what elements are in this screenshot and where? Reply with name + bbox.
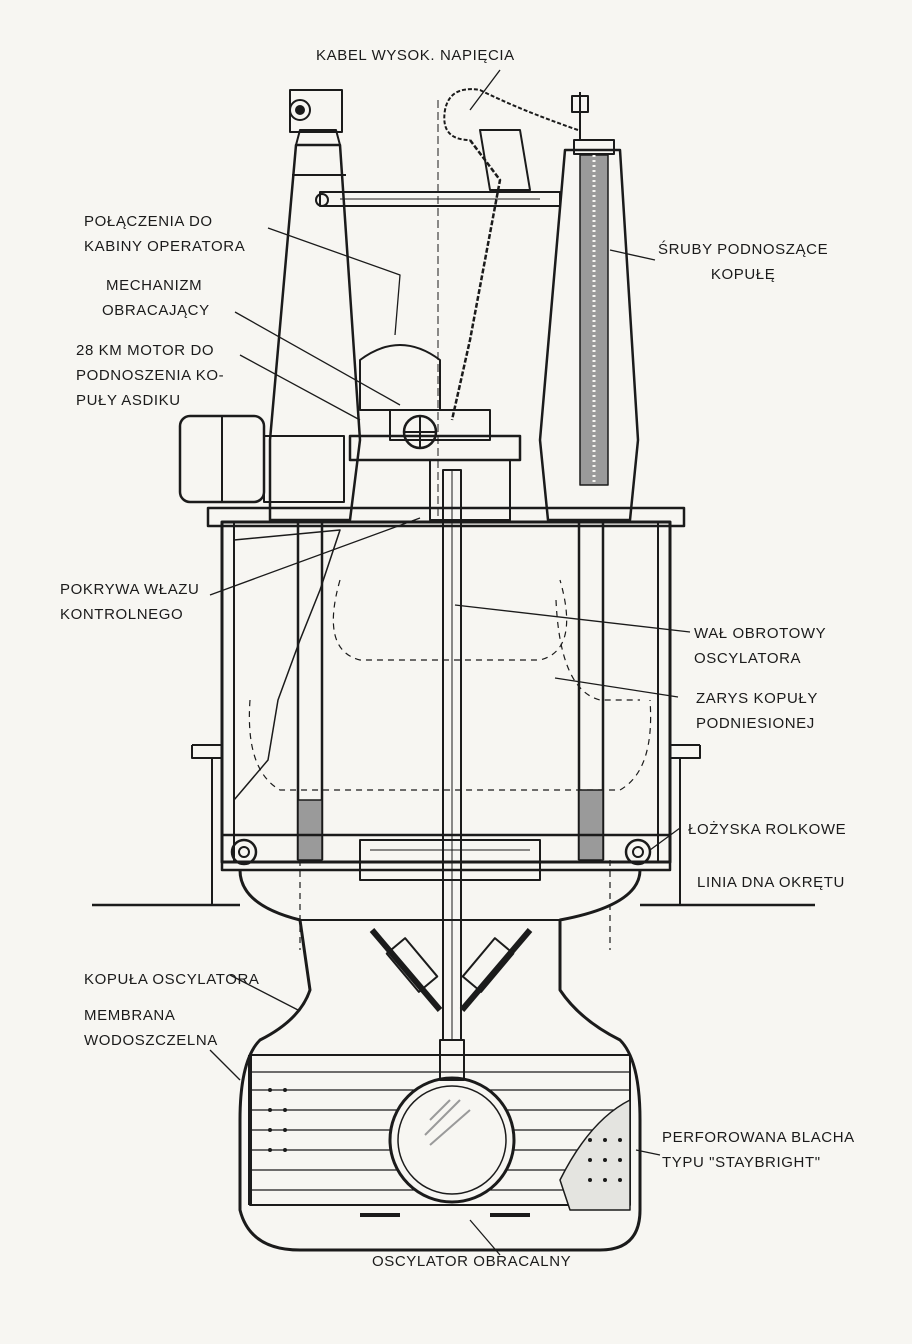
- right-tower-lifting-screw: [538, 92, 640, 861]
- main-housing: [191, 506, 701, 906]
- label-rotating-mechanism: MECHANIZM OBRACAJĄCY: [102, 273, 210, 323]
- label-line: PERFOROWANA BLACHA: [662, 1129, 855, 1146]
- label-high-voltage-cable-text: KABEL WYSOK. NAPIĘCIA: [316, 47, 515, 64]
- label-line: MECHANIZM: [106, 277, 203, 294]
- label-line: 28 KM MOTOR DO: [76, 342, 215, 359]
- label-line: MEMBRANA: [84, 1007, 176, 1024]
- label-ship-bottom-line: LINIA DNA OKRĘTU: [697, 870, 845, 895]
- label-line: ZARYS KOPUŁY: [696, 690, 818, 707]
- label-line: POŁĄCZENIA DO: [84, 213, 213, 230]
- label-line: PODNOSZENIA KO-: [76, 367, 225, 384]
- raised-dome-outline: [248, 579, 652, 950]
- label-watertight-membrane: MEMBRANA WODOSZCZELNA: [84, 1003, 218, 1053]
- label-motor: 28 KM MOTOR DO PODNOSZENIA KO- PUŁY ASDI…: [76, 338, 224, 413]
- label-oscillator-shaft: WAŁ OBROTOWY OSCYLATORA: [694, 621, 826, 671]
- label-rotating-oscillator: OSCYLATOR OBRACALNY: [372, 1249, 571, 1274]
- label-perforated-plate: PERFOROWANA BLACHA TYPU "STAYBRIGHT": [662, 1125, 855, 1175]
- label-line: KONTROLNEGO: [60, 606, 184, 623]
- label-lifting-screws: ŚRUBY PODNOSZĄCE KOPUŁĘ: [658, 237, 828, 287]
- label-line: OSCYLATOR OBRACALNY: [372, 1253, 572, 1270]
- high-voltage-cable: [437, 88, 579, 520]
- label-line: OBRACAJĄCY: [102, 302, 210, 319]
- label-line: ŁOŻYSKA ROLKOWE: [688, 821, 847, 838]
- label-raised-dome-outline: ZARYS KOPUŁY PODNIESIONEJ: [696, 686, 818, 736]
- motor-assembly: [178, 344, 522, 521]
- leader-lines: [209, 69, 691, 1256]
- label-line: KOPUŁA OSCYLATORA: [84, 971, 260, 988]
- roller-bearings: [220, 833, 672, 881]
- label-line: LINIA DNA OKRĘTU: [697, 874, 845, 891]
- label-roller-bearings: ŁOŻYSKA ROLKOWE: [688, 817, 846, 842]
- label-line: PUŁY ASDIKU: [76, 392, 181, 409]
- label-oscillator-dome: KOPUŁA OSCYLATORA: [84, 967, 260, 992]
- label-line: OSCYLATORA: [694, 650, 802, 667]
- label-line: KOPUŁĘ: [710, 266, 776, 283]
- oscillator-shaft: [442, 469, 462, 1041]
- label-line: KABINY OPERATORA: [84, 238, 246, 255]
- top-crossbar: [319, 191, 561, 207]
- label-line: POKRYWA WŁAZU: [60, 581, 200, 598]
- label-manhole-cover: POKRYWA WŁAZU KONTROLNEGO: [60, 577, 200, 627]
- left-tower: [268, 89, 362, 861]
- label-line: TYPU "STAYBRIGHT": [662, 1154, 821, 1171]
- label-line: WAŁ OBROTOWY: [694, 625, 827, 642]
- label-line: WODOSZCZELNA: [84, 1032, 218, 1049]
- label-line: PODNIESIONEJ: [696, 715, 815, 732]
- oscillator-dome: [238, 869, 642, 1252]
- label-operator-cabin-connections: POŁĄCZENIA DO KABINY OPERATORA: [84, 209, 245, 259]
- label-line: ŚRUBY PODNOSZĄCE: [658, 241, 829, 258]
- label-high-voltage-cable: KABEL WYSOK. NAPIĘCIA: [316, 43, 515, 68]
